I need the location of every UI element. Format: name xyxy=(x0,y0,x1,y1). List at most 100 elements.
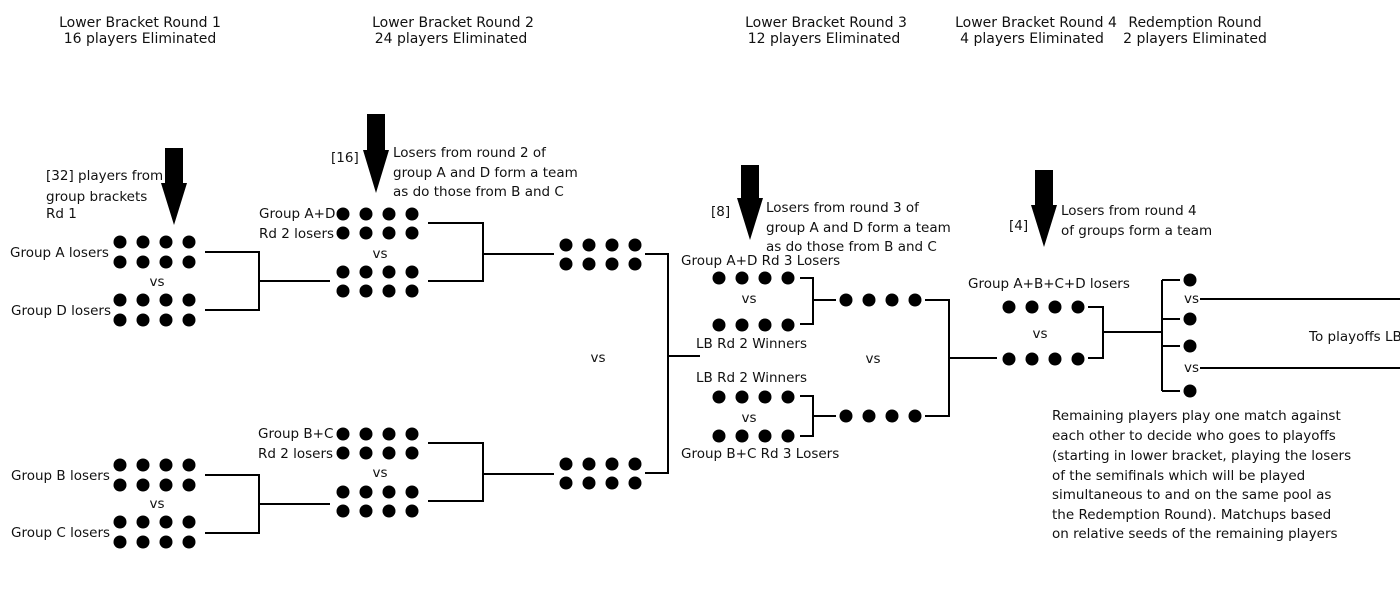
player-dot xyxy=(712,318,726,332)
abcd-label: Group A+B+C+D losers xyxy=(968,276,1130,292)
vs-label: vs xyxy=(1184,360,1199,376)
player-dot xyxy=(359,284,373,298)
player-dot xyxy=(1002,300,1016,314)
connector-line xyxy=(1088,306,1104,359)
player-dot xyxy=(159,478,173,492)
connector-line xyxy=(925,299,950,417)
connector-line xyxy=(205,474,260,534)
player-dot xyxy=(605,238,619,252)
player-dot xyxy=(735,390,749,404)
bracket-lines xyxy=(205,222,1400,534)
group-b-label: Group B losers xyxy=(11,468,110,484)
player-dot xyxy=(1002,352,1016,366)
player-dot xyxy=(382,207,396,221)
player-dot xyxy=(113,515,127,529)
vs-label: vs xyxy=(1184,291,1199,307)
player-dot xyxy=(559,238,573,252)
entry-note-r3-line1: Losers from round 3 of xyxy=(766,200,920,216)
player-dot xyxy=(862,409,876,423)
player-dot xyxy=(605,476,619,490)
player-dot xyxy=(885,293,899,307)
player-dot xyxy=(382,265,396,279)
player-dot xyxy=(908,293,922,307)
player-dot xyxy=(336,226,350,240)
player-dot xyxy=(136,515,150,529)
to-playoffs-label: To playoffs LB xyxy=(1308,329,1400,345)
vs-label: vs xyxy=(149,496,164,512)
vs-label: vs xyxy=(741,291,756,307)
player-dot xyxy=(336,504,350,518)
player-dot xyxy=(182,255,196,269)
vs-label: vs xyxy=(865,351,880,367)
player-dot xyxy=(159,313,173,327)
bc-rd2-label-line2: Rd 2 losers xyxy=(258,446,333,462)
player-dot xyxy=(559,476,573,490)
player-dot xyxy=(136,255,150,269)
ad-rd2-label-line2: Rd 2 losers xyxy=(259,226,334,242)
player-dot xyxy=(359,485,373,499)
entry-note-r3-line2: group A and D form a team xyxy=(766,220,951,236)
player-dot xyxy=(405,427,419,441)
connector-line xyxy=(800,395,814,437)
round-4-subtitle: 4 players Eliminated xyxy=(960,31,1104,47)
description-line-3: (starting in lower bracket, playing the … xyxy=(1052,448,1351,464)
player-dot xyxy=(382,504,396,518)
player-dot xyxy=(559,257,573,271)
lb-rd2-winners-label: LB Rd 2 Winners xyxy=(696,370,807,386)
player-dot xyxy=(182,515,196,529)
player-dot xyxy=(136,235,150,249)
description-line-4: of the semifinals which will be played xyxy=(1052,468,1305,484)
group-d-label: Group D losers xyxy=(11,303,111,319)
player-dot xyxy=(136,458,150,472)
entry-note-r4-line1: Losers from round 4 xyxy=(1061,203,1197,219)
player-dot xyxy=(336,446,350,460)
redemption-title: Redemption Round xyxy=(1128,15,1261,31)
entry-note-r2-line1: Losers from round 2 of xyxy=(393,145,547,161)
player-dot xyxy=(1183,384,1197,398)
player-dot xyxy=(758,390,772,404)
description-line-1: Remaining players play one match against xyxy=(1052,408,1341,424)
bc-rd2-label-line1: Group B+C xyxy=(258,426,333,442)
player-dot xyxy=(582,257,596,271)
connector-line xyxy=(645,253,669,474)
entry-count-r1: [32] players from xyxy=(46,168,163,184)
player-dot xyxy=(628,257,642,271)
player-dot xyxy=(405,226,419,240)
entry-note-r4-line2: of groups form a team xyxy=(1061,223,1212,239)
entry-note-r1-line2: group brackets xyxy=(46,189,147,205)
player-dot xyxy=(159,458,173,472)
player-dot xyxy=(781,390,795,404)
player-dot xyxy=(159,293,173,307)
lb-rd2-winners-label: LB Rd 2 Winners xyxy=(696,336,807,352)
entry-count-r4: [4] xyxy=(1009,218,1028,234)
player-dot xyxy=(336,207,350,221)
player-dot xyxy=(712,390,726,404)
group-c-label: Group C losers xyxy=(11,525,110,541)
player-dot xyxy=(1048,300,1062,314)
player-dot xyxy=(405,207,419,221)
ad-rd2-label-line1: Group A+D xyxy=(259,206,335,222)
vs-label: vs xyxy=(1032,326,1047,342)
player-dot xyxy=(758,318,772,332)
round-1-subtitle: 16 players Eliminated xyxy=(64,31,217,47)
player-dot xyxy=(758,271,772,285)
player-dot xyxy=(359,226,373,240)
player-dot xyxy=(382,427,396,441)
player-dot xyxy=(1048,352,1062,366)
player-dot xyxy=(359,504,373,518)
round-3-title: Lower Bracket Round 3 xyxy=(745,15,907,31)
player-dot xyxy=(382,226,396,240)
player-dot xyxy=(781,429,795,443)
description-line-6: the Redemption Round). Matchups based xyxy=(1052,507,1331,523)
arrow-down-icon xyxy=(737,165,763,240)
player-dot xyxy=(136,293,150,307)
player-dot xyxy=(113,478,127,492)
player-dot xyxy=(182,458,196,472)
player-dot xyxy=(1183,312,1197,326)
description-line-7: on relative seeds of the remaining playe… xyxy=(1052,526,1338,542)
player-dot xyxy=(1183,273,1197,287)
player-dot xyxy=(862,293,876,307)
player-dot xyxy=(113,535,127,549)
player-dot xyxy=(382,485,396,499)
